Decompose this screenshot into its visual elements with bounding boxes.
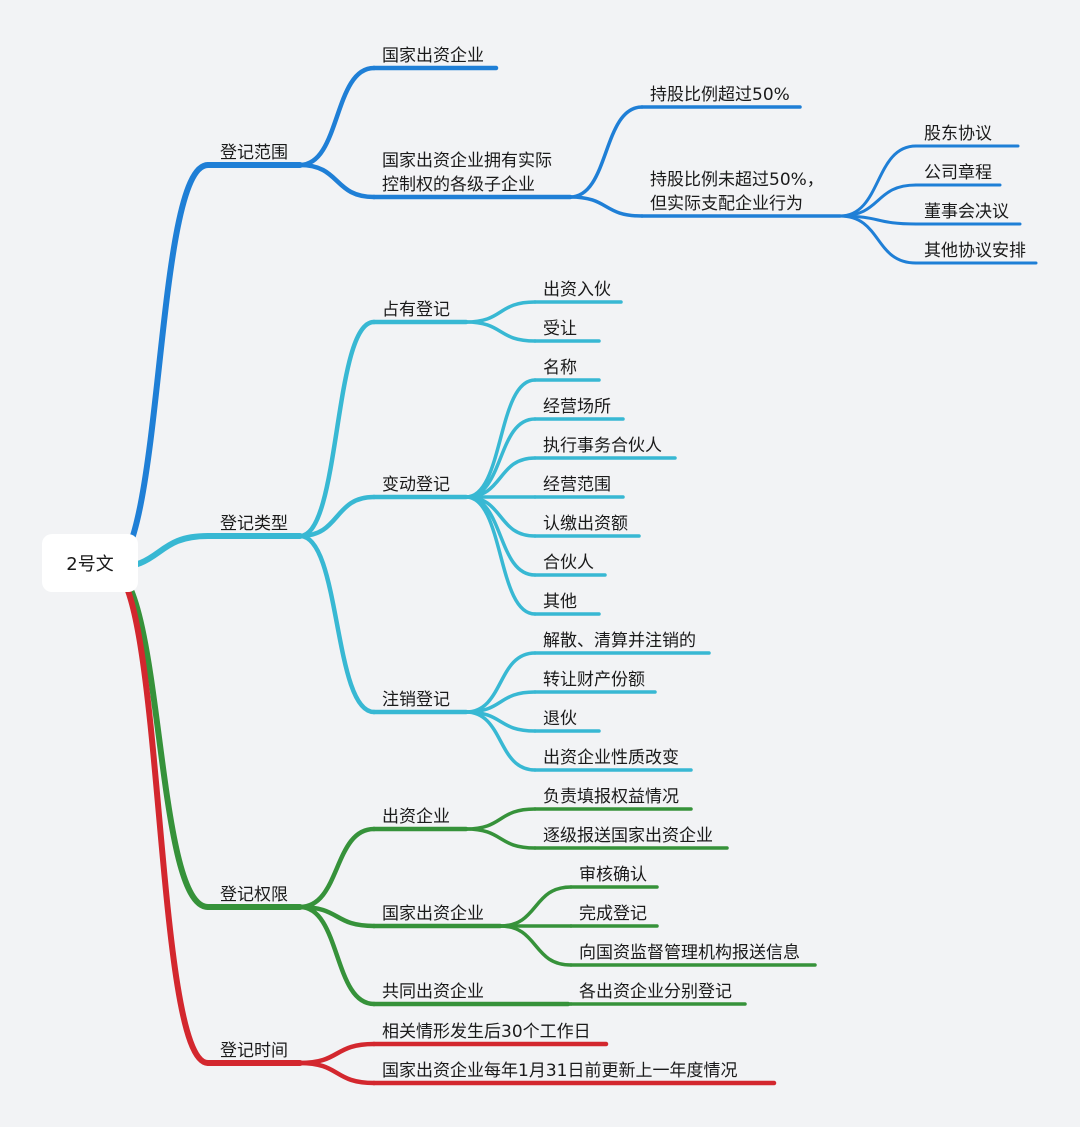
topic-label[interactable]: 解散、清算并注销的 — [543, 631, 696, 651]
link-0 — [107, 162, 211, 571]
root-node-label: 2号文 — [66, 554, 113, 575]
link-0-1-1-3 — [838, 214, 918, 265]
link-1-1-4 — [464, 495, 537, 538]
topic-labels: 登记范围国家出资企业国家出资企业拥有实际控制权的各级子企业持股比例超过50%持股… — [220, 46, 1026, 1081]
link-2 — [107, 565, 211, 910]
link-3-0 — [297, 1041, 377, 1066]
topic-label[interactable]: 其他协议安排 — [924, 241, 1026, 261]
link-1-0-0 — [464, 300, 537, 324]
link-0-1 — [297, 162, 377, 200]
topic-label[interactable]: 变动登记 — [382, 475, 450, 495]
topic-label[interactable]: 国家出资企业 — [382, 46, 484, 66]
link-3 — [107, 565, 211, 1066]
link-0-1-1-0 — [838, 144, 918, 218]
topic-label[interactable]: 注销登记 — [382, 690, 450, 710]
topic-label[interactable]: 向国资监督管理机构报送信息 — [579, 943, 800, 963]
link-3-1 — [297, 1060, 377, 1086]
topic-label[interactable]: 股东协议 — [924, 124, 992, 144]
link-1-2 — [297, 533, 377, 715]
link-1-0-1 — [464, 320, 537, 343]
topic-label[interactable]: 名称 — [543, 358, 577, 378]
link-1-1 — [297, 494, 377, 539]
topic-label[interactable]: 经营范围 — [543, 475, 611, 495]
link-1-0 — [297, 319, 377, 539]
topic-label[interactable]: 出资入伙 — [543, 280, 611, 300]
link-0-1-1 — [568, 195, 644, 218]
topic-label[interactable]: 登记类型 — [220, 514, 288, 534]
topic-label[interactable]: 受让 — [543, 319, 577, 339]
topic-label[interactable]: 公司章程 — [924, 163, 992, 183]
link-1-2-3 — [464, 710, 537, 772]
topic-label[interactable]: 占有登记 — [382, 300, 450, 320]
topic-label[interactable]: 登记时间 — [220, 1041, 288, 1061]
link-2-2 — [297, 904, 377, 1007]
link-2-1-0 — [498, 885, 573, 928]
link-1-1-6 — [464, 495, 537, 616]
link-0-1-0 — [568, 105, 644, 199]
link-2-0 — [297, 826, 377, 910]
topic-label[interactable]: 出资企业性质改变 — [543, 748, 679, 768]
topic-label[interactable]: 审核确认 — [579, 865, 647, 885]
topic-underlines — [205, 65, 1038, 1086]
topic-label[interactable]: 经营场所 — [543, 397, 611, 417]
link-2-0-1 — [464, 827, 537, 850]
topic-label[interactable]: 退伙 — [543, 709, 577, 729]
topic-label[interactable]: 执行事务合伙人 — [543, 436, 662, 456]
root-node[interactable]: 2号文 — [42, 534, 138, 592]
topic-label[interactable]: 持股比例未超过50%， — [650, 170, 824, 190]
topic-label[interactable]: 完成登记 — [579, 904, 647, 924]
topic-label[interactable]: 合伙人 — [543, 553, 594, 573]
topic-label[interactable]: 国家出资企业 — [382, 904, 484, 924]
topic-label[interactable]: 国家出资企业拥有实际 — [382, 151, 552, 171]
topic-label[interactable]: 但实际支配企业行为 — [650, 194, 803, 214]
topic-label[interactable]: 登记权限 — [220, 885, 288, 905]
topic-label[interactable]: 董事会决议 — [924, 202, 1009, 222]
topic-label[interactable]: 各出资企业分别登记 — [579, 982, 732, 1002]
link-0-0 — [297, 65, 377, 168]
link-0-1-1-1 — [838, 183, 918, 218]
topic-label[interactable]: 共同出资企业 — [382, 982, 484, 1002]
link-1-1-2 — [464, 456, 537, 499]
topic-label[interactable]: 国家出资企业每年1月31日前更新上一年度情况 — [382, 1061, 737, 1081]
topic-label[interactable]: 转让财产份额 — [543, 670, 645, 690]
topic-label[interactable]: 出资企业 — [382, 807, 450, 827]
branch-links — [107, 65, 918, 1086]
topic-label[interactable]: 逐级报送国家出资企业 — [543, 826, 713, 846]
topic-label[interactable]: 控制权的各级子企业 — [382, 175, 535, 195]
topic-label[interactable]: 登记范围 — [220, 143, 288, 163]
topic-label[interactable]: 其他 — [543, 592, 577, 612]
topic-label[interactable]: 相关情形发生后30个工作日 — [382, 1022, 591, 1042]
topic-label[interactable]: 持股比例超过50% — [650, 85, 790, 105]
topic-label[interactable]: 认缴出资额 — [543, 514, 628, 534]
root-node-box — [42, 534, 138, 592]
link-2-1-2 — [498, 924, 573, 967]
topic-label[interactable]: 负责填报权益情况 — [543, 787, 679, 807]
link-2-0-0 — [464, 807, 537, 831]
